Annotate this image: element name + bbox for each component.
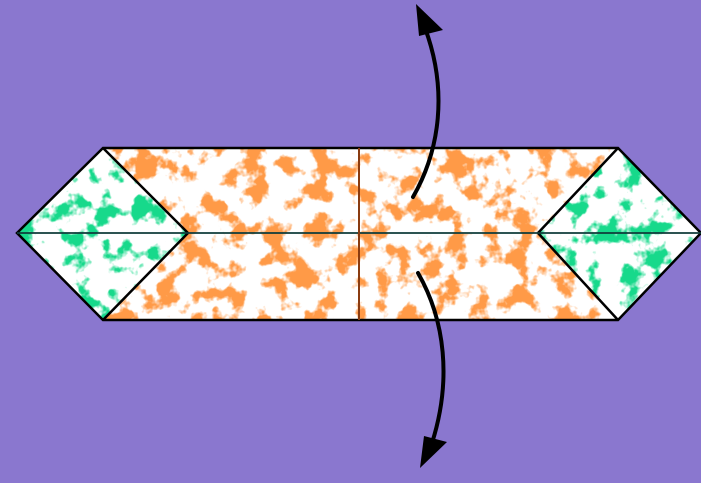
unfold-up-arrowhead (416, 4, 443, 36)
paper-texture (0, 140, 701, 330)
unfold-down-arrowhead (420, 436, 447, 468)
